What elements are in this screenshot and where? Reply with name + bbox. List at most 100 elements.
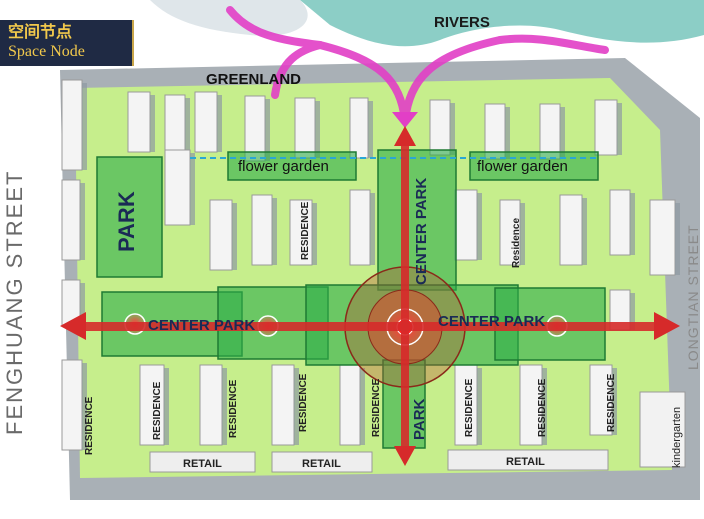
retail-strip-3: [447, 449, 609, 471]
label-residence-1: RESIDENCE: [84, 396, 95, 455]
building-shadow-7: [217, 95, 222, 152]
street-right: LONGTIAN STREET: [685, 224, 701, 370]
building-shadow-23: [630, 193, 635, 255]
building-shadow-5: [150, 95, 155, 152]
label-flower-garden-right: flower garden: [477, 158, 568, 175]
building-shadow-26: [222, 368, 227, 445]
label-greenland: GREENLAND: [206, 71, 301, 88]
retail-strip-1: [149, 451, 256, 473]
building-block-7: [194, 91, 218, 153]
building-block-20: [454, 189, 478, 261]
building-shadow-25: [164, 368, 169, 445]
building-shadow-32: [630, 293, 635, 330]
label-center-park-west: CENTER PARK: [148, 317, 255, 334]
building-shadow-14: [617, 103, 622, 155]
building-shadow-1: [82, 83, 87, 170]
greenland-arrows: [226, 6, 609, 124]
retail-strip-2: [271, 451, 373, 473]
building-shadow-15: [190, 153, 195, 225]
label-kindergarten: kindergarten: [671, 407, 683, 468]
park-zone-left: [96, 156, 163, 278]
residential-buildings: [61, 79, 680, 451]
building-shadow-30: [542, 368, 547, 445]
flower-garden-zone-right: [469, 151, 599, 181]
building-block-13: [539, 103, 561, 160]
building-shadow-29: [477, 368, 482, 445]
label-residence-5: RESIDENCE: [371, 378, 382, 437]
building-shadow-8: [265, 99, 270, 161]
building-block-15: [164, 149, 191, 226]
street-left: FENGHUANG STREET: [2, 170, 27, 435]
building-block-10: [349, 97, 369, 159]
building-block-9: [294, 97, 316, 159]
building-shadow-12: [505, 107, 510, 159]
kindergarten-building: [639, 391, 686, 468]
building-block-23: [609, 189, 631, 256]
label-park-left: PARK: [114, 191, 139, 252]
building-shadow-3: [80, 283, 85, 325]
building-shadow-22: [582, 198, 587, 265]
building-shadow-28: [360, 368, 365, 445]
building-shadow-2: [80, 183, 85, 260]
building-shadow-9: [315, 101, 320, 158]
label-retail-2: RETAIL: [302, 458, 341, 470]
building-block-17: [251, 194, 273, 266]
label-residence-4: RESIDENCE: [298, 373, 309, 432]
building-block-16: [209, 199, 233, 271]
building-block-22: [559, 194, 583, 266]
label-residence-3: RESIDENCE: [228, 379, 239, 438]
title-chinese: 空间节点: [8, 22, 73, 41]
building-shadow-20: [477, 193, 482, 260]
pink-arrow-head: [392, 112, 418, 128]
building-block-25: [139, 364, 165, 446]
building-block-27: [271, 364, 295, 446]
label-park-south: PARK: [411, 398, 428, 440]
label-residence-7: RESIDENCE: [537, 378, 548, 437]
building-shadow-18: [312, 203, 317, 265]
building-block-12: [484, 103, 506, 160]
building-block-6: [164, 94, 186, 156]
building-shadow-13: [560, 107, 565, 159]
building-shadow-17: [272, 198, 277, 265]
building-shadow-19: [370, 193, 375, 265]
building-block-19: [349, 189, 371, 266]
main-axes: [60, 126, 680, 466]
building-block-26: [199, 364, 223, 446]
building-block-1: [61, 79, 83, 171]
building-block-2: [61, 179, 81, 261]
label-retail-1: RETAIL: [183, 458, 222, 470]
building-shadow-27: [294, 368, 299, 445]
label-flower-garden-left: flower garden: [238, 158, 329, 175]
label-residence-8: RESIDENCE: [606, 373, 617, 432]
building-block-24: [649, 199, 676, 276]
label-residence-9: RESIDENCE: [300, 201, 311, 260]
river-shore: [150, 0, 308, 36]
label-residence-10: Residence: [511, 218, 522, 268]
label-retail-3: RETAIL: [506, 456, 545, 468]
building-shadow-16: [232, 203, 237, 270]
building-shadow-31: [612, 368, 617, 435]
river: [300, 0, 704, 47]
center-park-zone-top: [377, 149, 457, 291]
building-block-5: [127, 91, 151, 153]
building-shadow-6: [185, 98, 190, 155]
building-shadow-10: [368, 101, 373, 158]
label-center-park-vertical: CENTER PARK: [413, 178, 430, 285]
title-english: Space Node: [8, 43, 85, 60]
label-residence-2: RESIDENCE: [152, 381, 163, 440]
building-block-28: [339, 364, 361, 446]
label-rivers: RIVERS: [434, 14, 490, 31]
building-shadow-11: [450, 103, 455, 155]
building-shadow-21: [520, 203, 525, 265]
building-block-4: [61, 359, 83, 451]
label-residence-6: RESIDENCE: [464, 378, 475, 437]
building-block-11: [429, 99, 451, 156]
building-shadow-4: [82, 363, 87, 450]
building-block-14: [594, 99, 618, 156]
flower-garden-zone-left: [227, 151, 357, 181]
building-shadow-24: [675, 203, 680, 275]
label-center-park-east: CENTER PARK: [438, 313, 545, 330]
title-box: 空间节点 Space Node: [0, 20, 134, 66]
